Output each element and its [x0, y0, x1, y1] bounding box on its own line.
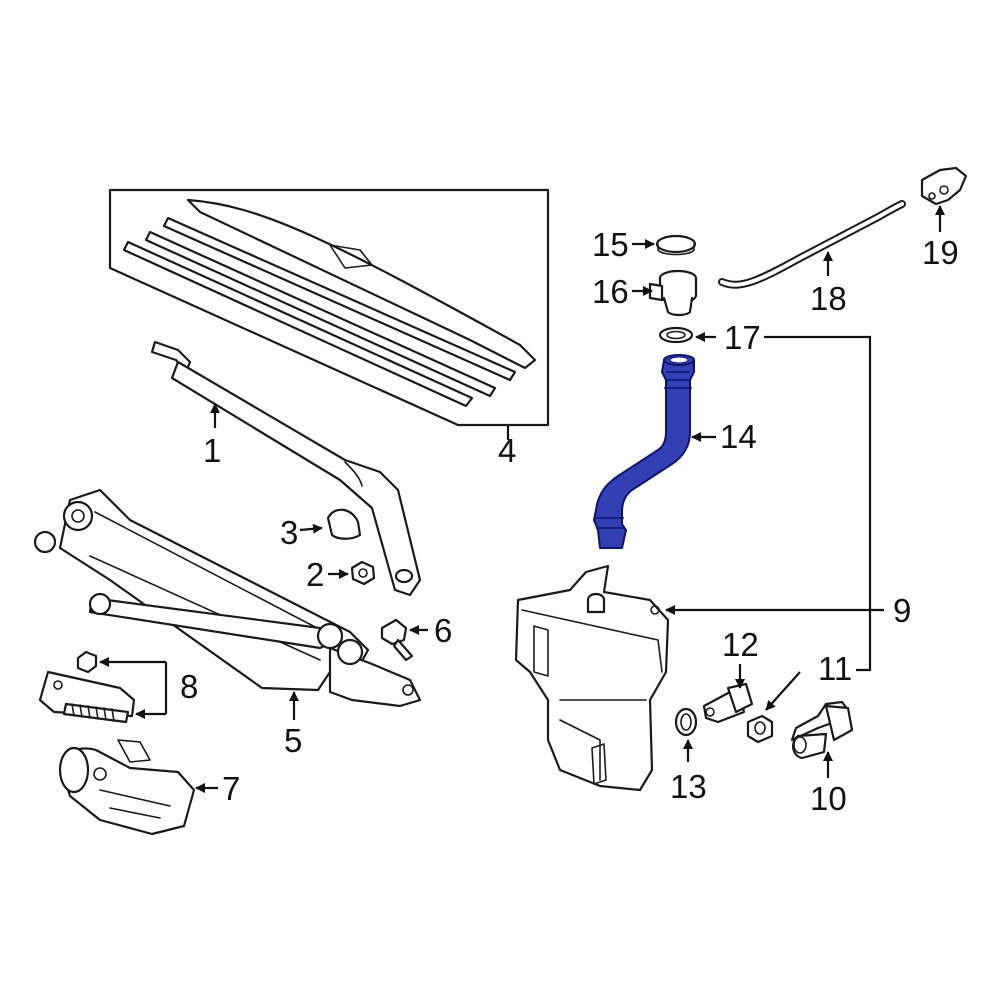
filler-cap[interactable] [655, 234, 697, 256]
motor-grommet[interactable] [746, 714, 774, 744]
blade-insert-1 [162, 216, 517, 382]
callout-1: 1 [203, 432, 221, 469]
callout-3-pos: 3 [280, 514, 298, 551]
washer-pump[interactable] [702, 682, 754, 724]
wiper-blade-group[interactable] [108, 188, 550, 427]
arm-nut[interactable] [350, 560, 376, 586]
callout-17: 17 [724, 319, 761, 356]
callout-6: 6 [434, 612, 452, 649]
washer-reservoir[interactable] [514, 564, 670, 792]
fluid-level-sensor[interactable] [648, 269, 698, 317]
pivot-cap[interactable] [326, 508, 362, 540]
linkage-bolt[interactable] [380, 618, 414, 662]
pump-grommet[interactable] [674, 707, 698, 737]
callout-9: 9 [893, 592, 911, 629]
blade-insert-2 [144, 230, 497, 398]
callout-5: 5 [284, 722, 302, 759]
hose-clip[interactable] [920, 166, 968, 206]
callout-14: 14 [720, 418, 757, 455]
callout-19: 19 [922, 234, 959, 271]
callout-12: 12 [722, 626, 759, 663]
washer-hose[interactable] [718, 200, 906, 289]
callout-11: 11 [818, 650, 852, 687]
callout-7: 7 [222, 770, 240, 807]
wiper-blade-top [186, 198, 537, 370]
washer-motor[interactable] [790, 700, 854, 760]
callout-8: 8 [180, 668, 198, 705]
filler-neck-highlighted[interactable] [593, 354, 695, 549]
callout-15: 15 [592, 226, 629, 263]
callout-10: 10 [810, 780, 847, 817]
blade-insert-3 [122, 240, 474, 408]
callout-18: 18 [810, 280, 847, 317]
callout-4: 4 [498, 432, 516, 469]
wiper-linkage[interactable] [33, 488, 422, 708]
bracket-and-nut[interactable] [38, 650, 136, 724]
wiper-motor[interactable] [58, 739, 196, 836]
callout-16: 16 [592, 273, 629, 310]
callout-2-pos: 2 [306, 556, 324, 593]
callout-13: 13 [670, 768, 707, 805]
leader-lines [99, 205, 945, 793]
wiper-arm[interactable] [150, 340, 422, 597]
blade-clip [329, 244, 373, 269]
callout-labels: 1 3 2 4 5 6 7 8 9 10 11 12 13 14 15 16 1… [180, 226, 959, 817]
o-ring-seal[interactable] [658, 326, 694, 344]
